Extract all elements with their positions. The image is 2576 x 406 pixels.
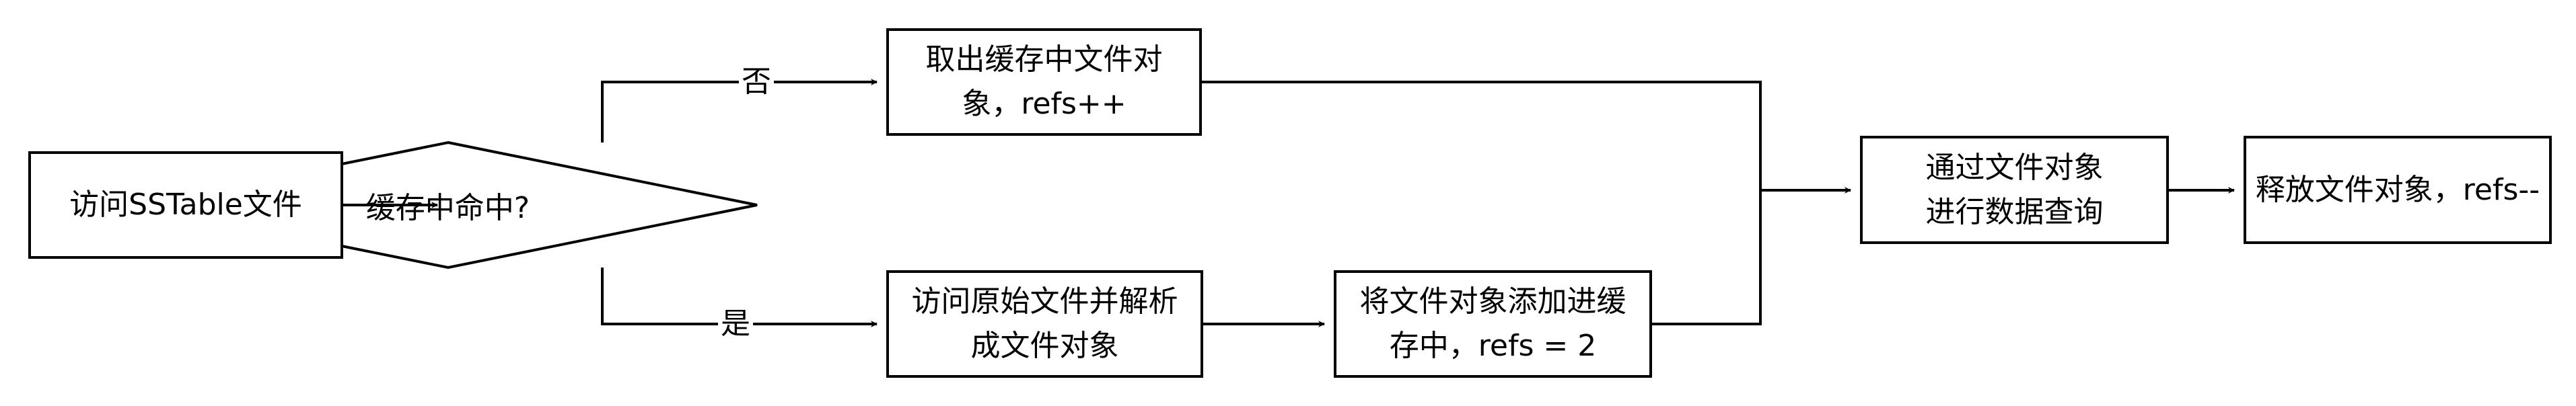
node-add-to-cache-line-1: 将文件对象添加进缓: [1359, 284, 1626, 319]
node-query-line-2: 进行数据查询: [1925, 194, 2104, 229]
node-access-raw-line-1: 访问原始文件并解析: [911, 284, 1178, 319]
node-release: 释放文件对象，refs--: [2244, 136, 2552, 244]
node-add-to-cache: 将文件对象添加进缓 存中，refs = 2: [1334, 270, 1652, 378]
node-access-raw-line-2: 成文件对象: [970, 329, 1119, 363]
node-release-label: 释放文件对象，refs--: [2255, 172, 2540, 207]
node-cache-hit-label: 缓存中命中?: [365, 191, 530, 225]
edge-decision-to-cache-hit: [601, 79, 878, 143]
node-access-sstable-label: 访问SSTable文件: [69, 188, 302, 222]
node-take-from-cache-line-1: 取出缓存中文件对: [925, 42, 1163, 77]
node-query-line-1: 通过文件对象: [1925, 150, 2104, 185]
node-access-raw: 访问原始文件并解析 成文件对象: [886, 270, 1203, 378]
node-access-sstable: 访问SSTable文件: [28, 151, 343, 259]
edge-decision-to-raw: [601, 268, 878, 327]
edge-cache-hit-to-merge: [1202, 81, 1762, 190]
node-take-from-cache: 取出缓存中文件对 象，refs++: [886, 28, 1202, 136]
node-take-from-cache-line-2: 象，refs++: [962, 87, 1126, 121]
edge-label-no: 否: [739, 64, 774, 100]
edge-add-cache-to-merge: [1652, 190, 1762, 325]
node-query: 通过文件对象 进行数据查询: [1860, 136, 2169, 244]
edge-label-yes: 是: [718, 306, 753, 342]
node-add-to-cache-line-2: 存中，refs = 2: [1389, 329, 1597, 363]
